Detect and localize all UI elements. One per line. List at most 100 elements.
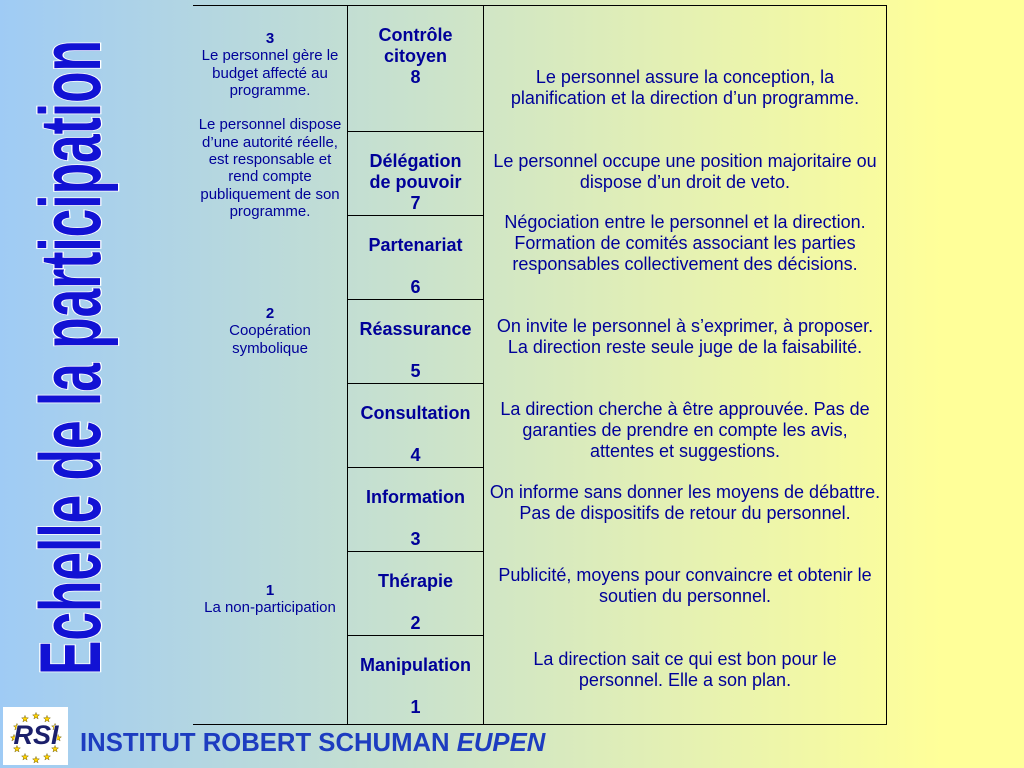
rung-name: Délégation [369, 151, 462, 171]
rung-name: Information [366, 487, 465, 507]
rung-number: 3 [410, 529, 421, 549]
level-description-line: Le personnel dispose [198, 116, 342, 134]
logo-star-icon [32, 711, 40, 720]
rung-name: Contrôle [378, 25, 453, 45]
vertical-title-graphic: Echelle de la participation [22, 39, 121, 677]
table-border-top [193, 5, 887, 6]
paragraph-gap [193, 99, 347, 116]
logo-star-icon [51, 744, 60, 753]
rung-description-line: Publicité, moyens pour convaincre et obt… [498, 565, 872, 585]
level-description-line: rend compte [228, 168, 312, 186]
logo-star-icon [21, 714, 29, 723]
logo-star-icon [51, 722, 60, 731]
level-description-line: d’une autorité réelle, [202, 133, 338, 151]
rung-cell: Consultation 4 [348, 383, 483, 467]
level-description-line: est responsable et [208, 151, 332, 169]
rung-description-line: La direction cherche à être approuvée. P… [500, 399, 870, 419]
rung-description: Négociation entre le personnel et la dir… [484, 212, 886, 275]
logo-star-icon [43, 752, 51, 761]
rung-description-line: soutien du personnel. [598, 586, 772, 606]
rung-description: Publicité, moyens pour convaincre et obt… [484, 565, 886, 607]
rung-description-line: La direction sait ce qui est bon pour le [533, 649, 837, 669]
level-description-line: budget affecté au [212, 64, 328, 82]
logo-star-icon [32, 755, 40, 764]
rung-description: La direction sait ce qui est bon pour le… [484, 649, 886, 691]
rung-description: On invite le personnel à s’exprimer, à p… [484, 316, 886, 358]
rung-description: Le personnel occupe une position majorit… [484, 151, 886, 193]
logo-star-icon [12, 722, 21, 731]
level-description-line: publiquement de son [200, 185, 340, 203]
logo-star-ring [10, 711, 62, 764]
rung-number: 4 [410, 445, 421, 465]
logo-star-icon [21, 752, 29, 761]
rung-number: 1 [410, 697, 421, 717]
column-divider-right [483, 5, 484, 725]
rung-description-line: Négociation entre le personnel et la dir… [504, 212, 866, 232]
level-description-line: La non-participation [204, 599, 336, 617]
logo-lettering: RSI [13, 720, 59, 750]
rung-description: La direction cherche à être approuvée. P… [484, 399, 886, 462]
rsi-logo: RSI [3, 707, 68, 765]
rung-name: Réassurance [359, 319, 472, 339]
rung-divider [347, 551, 484, 552]
rung-divider [347, 467, 484, 468]
logo-star-icon [54, 733, 62, 742]
level-description: La non-participation [193, 599, 347, 616]
rung-divider [347, 131, 484, 132]
rung-name: Consultation [360, 403, 471, 423]
rung-cell: Partenariat 6 [348, 215, 483, 299]
institute-city: EUPEN [456, 729, 546, 757]
rung-description-line: On invite le personnel à s’exprimer, à p… [496, 316, 874, 336]
slide-title: Echelle de la participation [23, 40, 119, 675]
level-number: 1 [265, 582, 275, 599]
table-border-bottom [193, 724, 887, 725]
rung-name: de pouvoir [369, 172, 462, 192]
rung-description-line: Le personnel occupe une position majorit… [493, 151, 877, 171]
rung-divider [347, 299, 484, 300]
level-number: 2 [265, 305, 275, 322]
rung-name: Partenariat [368, 235, 463, 255]
rung-number: 5 [410, 361, 421, 381]
rung-description-line: Le personnel assure la conception, la [535, 67, 835, 87]
rung-description-line: La direction reste seule juge de la fais… [507, 337, 863, 357]
rung-number: 2 [410, 613, 421, 633]
rung-description-line: Pas de dispositifs de retour du personne… [519, 503, 851, 523]
rung-divider [347, 215, 484, 216]
rung-name: Thérapie [377, 571, 454, 591]
rung-description-line: On informe sans donner les moyens de déb… [489, 482, 881, 502]
level-number: 3 [265, 30, 275, 47]
rung-description-line: responsables collectivement des décision… [512, 254, 858, 274]
rung-name: citoyen [383, 46, 448, 66]
rung-description: On informe sans donner les moyens de déb… [484, 482, 886, 524]
rung-divider [347, 635, 484, 636]
rung-number: 8 [410, 67, 421, 87]
institute-label: INSTITUT ROBERT SCHUMAN [80, 729, 450, 757]
level-description-line: Le personnel gère le [201, 47, 339, 65]
rung-name: Manipulation [360, 655, 471, 675]
rung-cell: Information 3 [348, 467, 483, 551]
rung-description-line: garanties de prendre en compte les avis, [522, 420, 848, 440]
logo-star-icon [12, 744, 21, 753]
rung-description-line: planification et la direction d’un progr… [510, 88, 860, 108]
rung-divider [347, 383, 484, 384]
logo-star-icon [43, 714, 51, 723]
level-description-line: symbolique [232, 339, 308, 357]
rung-number: 6 [410, 277, 421, 297]
rung-description-line: attentes et suggestions. [589, 441, 781, 461]
rung-description-line: Formation de comités associant les parti… [514, 233, 856, 253]
column-divider-left [347, 5, 348, 725]
rung-number: 7 [410, 193, 421, 213]
table-border-right [886, 5, 887, 725]
rung-cell: Thérapie 2 [348, 551, 483, 635]
logo-star-icon [10, 733, 18, 742]
